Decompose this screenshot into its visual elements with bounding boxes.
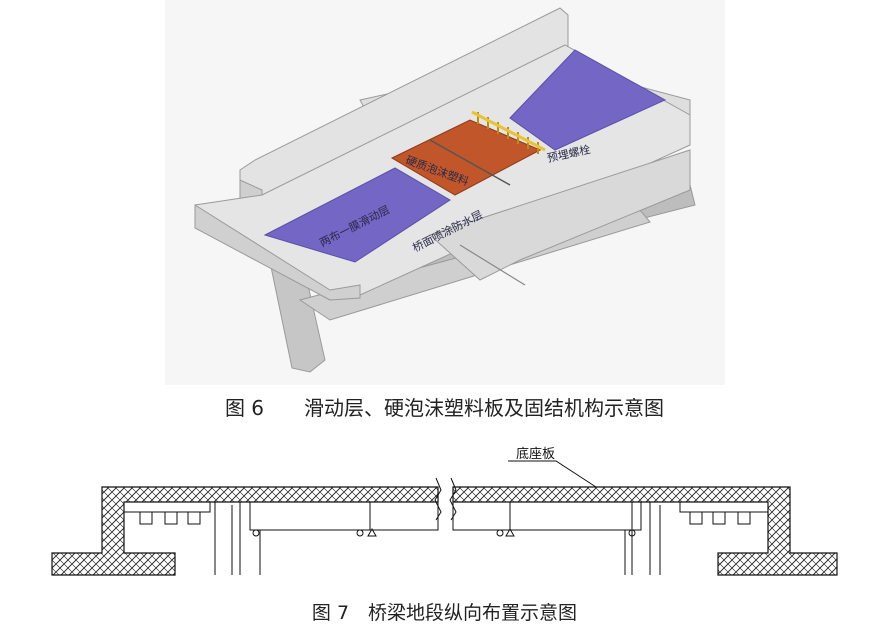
- bearing: [496, 529, 504, 537]
- bearing: [628, 529, 636, 537]
- deck-right-shoulder: [429, 149, 691, 281]
- figure7-caption: 图 7 桥梁地段纵向布置示意图: [311, 602, 578, 624]
- anchor-bolt-row: [471, 110, 546, 152]
- right-transition-blocks: [679, 502, 768, 525]
- figure6-caption: 图 6 滑动层、硬泡沫塑料板及固结机构示意图: [224, 396, 665, 420]
- left-transition-blocks: [124, 502, 211, 525]
- base-plate-leader: [508, 460, 597, 488]
- girder-left: [249, 501, 439, 531]
- deck-front-edge: [194, 204, 361, 301]
- bearing: [505, 527, 515, 537]
- left-abutment: [51, 486, 439, 576]
- bearing: [356, 529, 364, 537]
- anchor-bolts: [471, 110, 546, 154]
- girder-right: [452, 501, 642, 531]
- bearing: [367, 527, 377, 537]
- figure6-illustration: 两布一膜滑动层 硬质泡沫塑料 预埋螺栓 桥面喷涂防水层: [194, 7, 696, 373]
- shoulder-joint: [459, 244, 526, 286]
- sliding-layer-right: [509, 49, 667, 151]
- pier-right: [624, 502, 661, 575]
- piers: [214, 502, 661, 575]
- break-lines: [434, 477, 457, 521]
- foam-board: [390, 119, 542, 196]
- girders: [249, 501, 642, 531]
- deck-joint: [429, 139, 511, 186]
- label-base-plate: 底座板: [516, 446, 555, 462]
- bearing: [252, 529, 260, 537]
- pier-left: [214, 502, 261, 575]
- sliding-layer-left: [263, 167, 451, 263]
- bearings: [252, 527, 636, 537]
